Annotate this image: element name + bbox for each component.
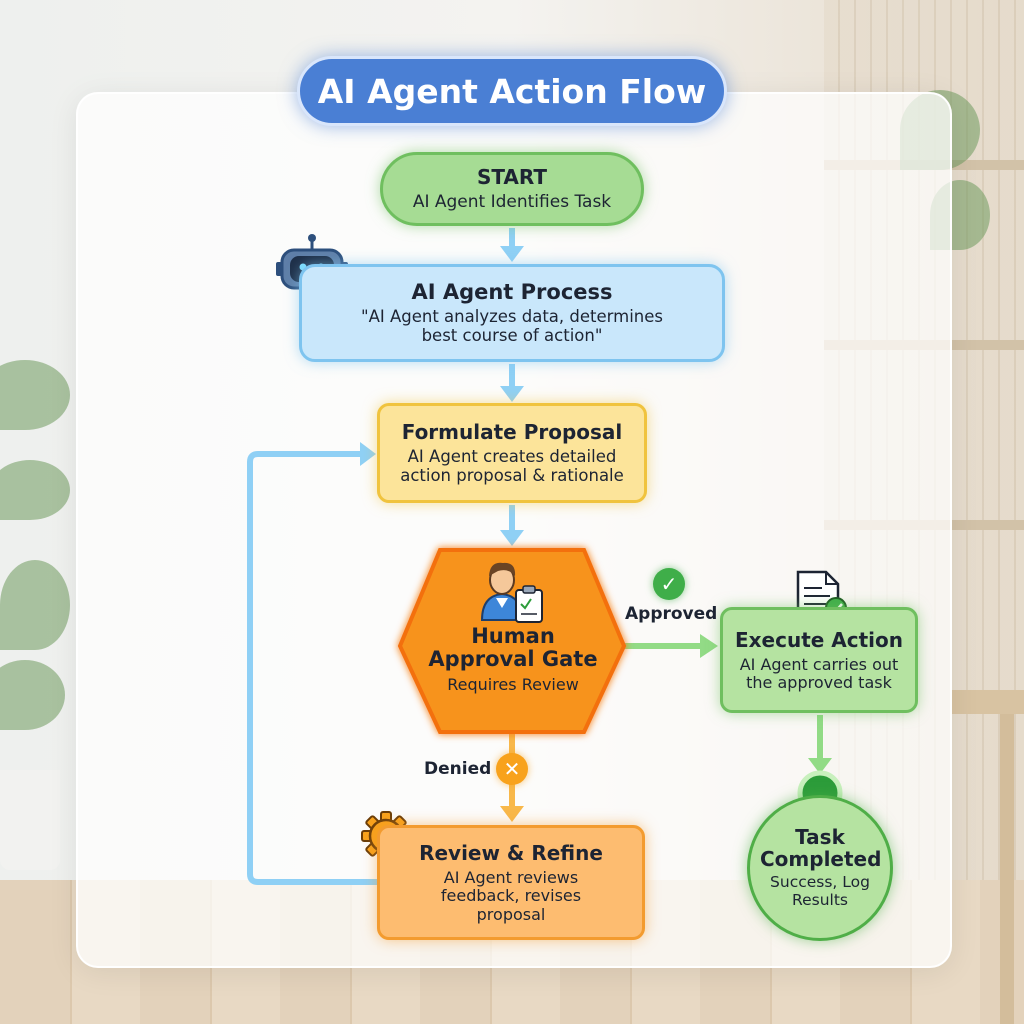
approval-gate-hexagon bbox=[397, 548, 627, 734]
node-start-desc: AI Agent Identifies Task bbox=[412, 192, 612, 213]
person-clipboard-icon bbox=[480, 562, 543, 623]
node-review-heading: Review & Refine bbox=[419, 840, 603, 865]
node-gate-desc: Requires Review bbox=[447, 675, 579, 695]
node-review-desc: AI Agent reviews feedback, revises propo… bbox=[440, 867, 582, 924]
background-desk bbox=[950, 690, 1024, 714]
background-plant-leaf bbox=[0, 560, 70, 650]
background-plant-pot bbox=[0, 770, 60, 870]
node-start: START AI Agent Identifies Task bbox=[380, 152, 644, 226]
background-plant-leaf bbox=[0, 460, 70, 520]
node-process-heading: AI Agent Process bbox=[411, 280, 613, 305]
arrowhead bbox=[500, 530, 524, 546]
node-proposal-desc: AI Agent creates detailed action proposa… bbox=[400, 447, 624, 485]
edge-label-approved: Approved bbox=[625, 604, 718, 624]
arrowhead bbox=[500, 246, 524, 262]
node-proposal-heading: Formulate Proposal bbox=[401, 420, 623, 445]
background-desk-leg bbox=[1000, 714, 1014, 1024]
edge-label-denied: Denied bbox=[424, 759, 492, 779]
arrow-review-loop-to-proposal bbox=[247, 451, 377, 885]
arrowhead bbox=[500, 806, 524, 822]
approved-check-icon: ✓ bbox=[653, 568, 685, 600]
node-execute: Execute Action AI Agent carries out the … bbox=[720, 607, 918, 713]
node-execute-heading: Execute Action bbox=[734, 627, 904, 652]
arrowhead bbox=[700, 634, 718, 658]
background-plant-leaf bbox=[0, 360, 70, 430]
node-gate: Human Approval Gate Requires Review bbox=[420, 624, 606, 695]
node-review: Review & Refine AI Agent reviews feedbac… bbox=[377, 825, 645, 940]
arrowhead bbox=[808, 758, 832, 774]
node-proposal: Formulate Proposal AI Agent creates deta… bbox=[377, 403, 647, 503]
node-process: AI Agent Process "AI Agent analyzes data… bbox=[299, 264, 725, 362]
node-done: Task Completed Success, Log Results bbox=[747, 795, 893, 941]
denied-x-icon: ✕ bbox=[496, 753, 528, 785]
background-plant-leaf bbox=[0, 660, 65, 730]
arrowhead bbox=[500, 386, 524, 402]
diagram-title: AI Agent Action Flow bbox=[297, 56, 727, 126]
node-done-heading: Task Completed bbox=[760, 825, 882, 872]
arrowhead bbox=[360, 442, 376, 466]
node-gate-heading: Human Approval Gate bbox=[428, 624, 598, 672]
node-process-desc: "AI Agent analyzes data, determines best… bbox=[360, 307, 663, 345]
node-done-desc: Success, Log Results bbox=[770, 873, 870, 909]
node-start-heading: START bbox=[476, 165, 548, 190]
node-execute-desc: AI Agent carries out the approved task bbox=[739, 654, 899, 692]
